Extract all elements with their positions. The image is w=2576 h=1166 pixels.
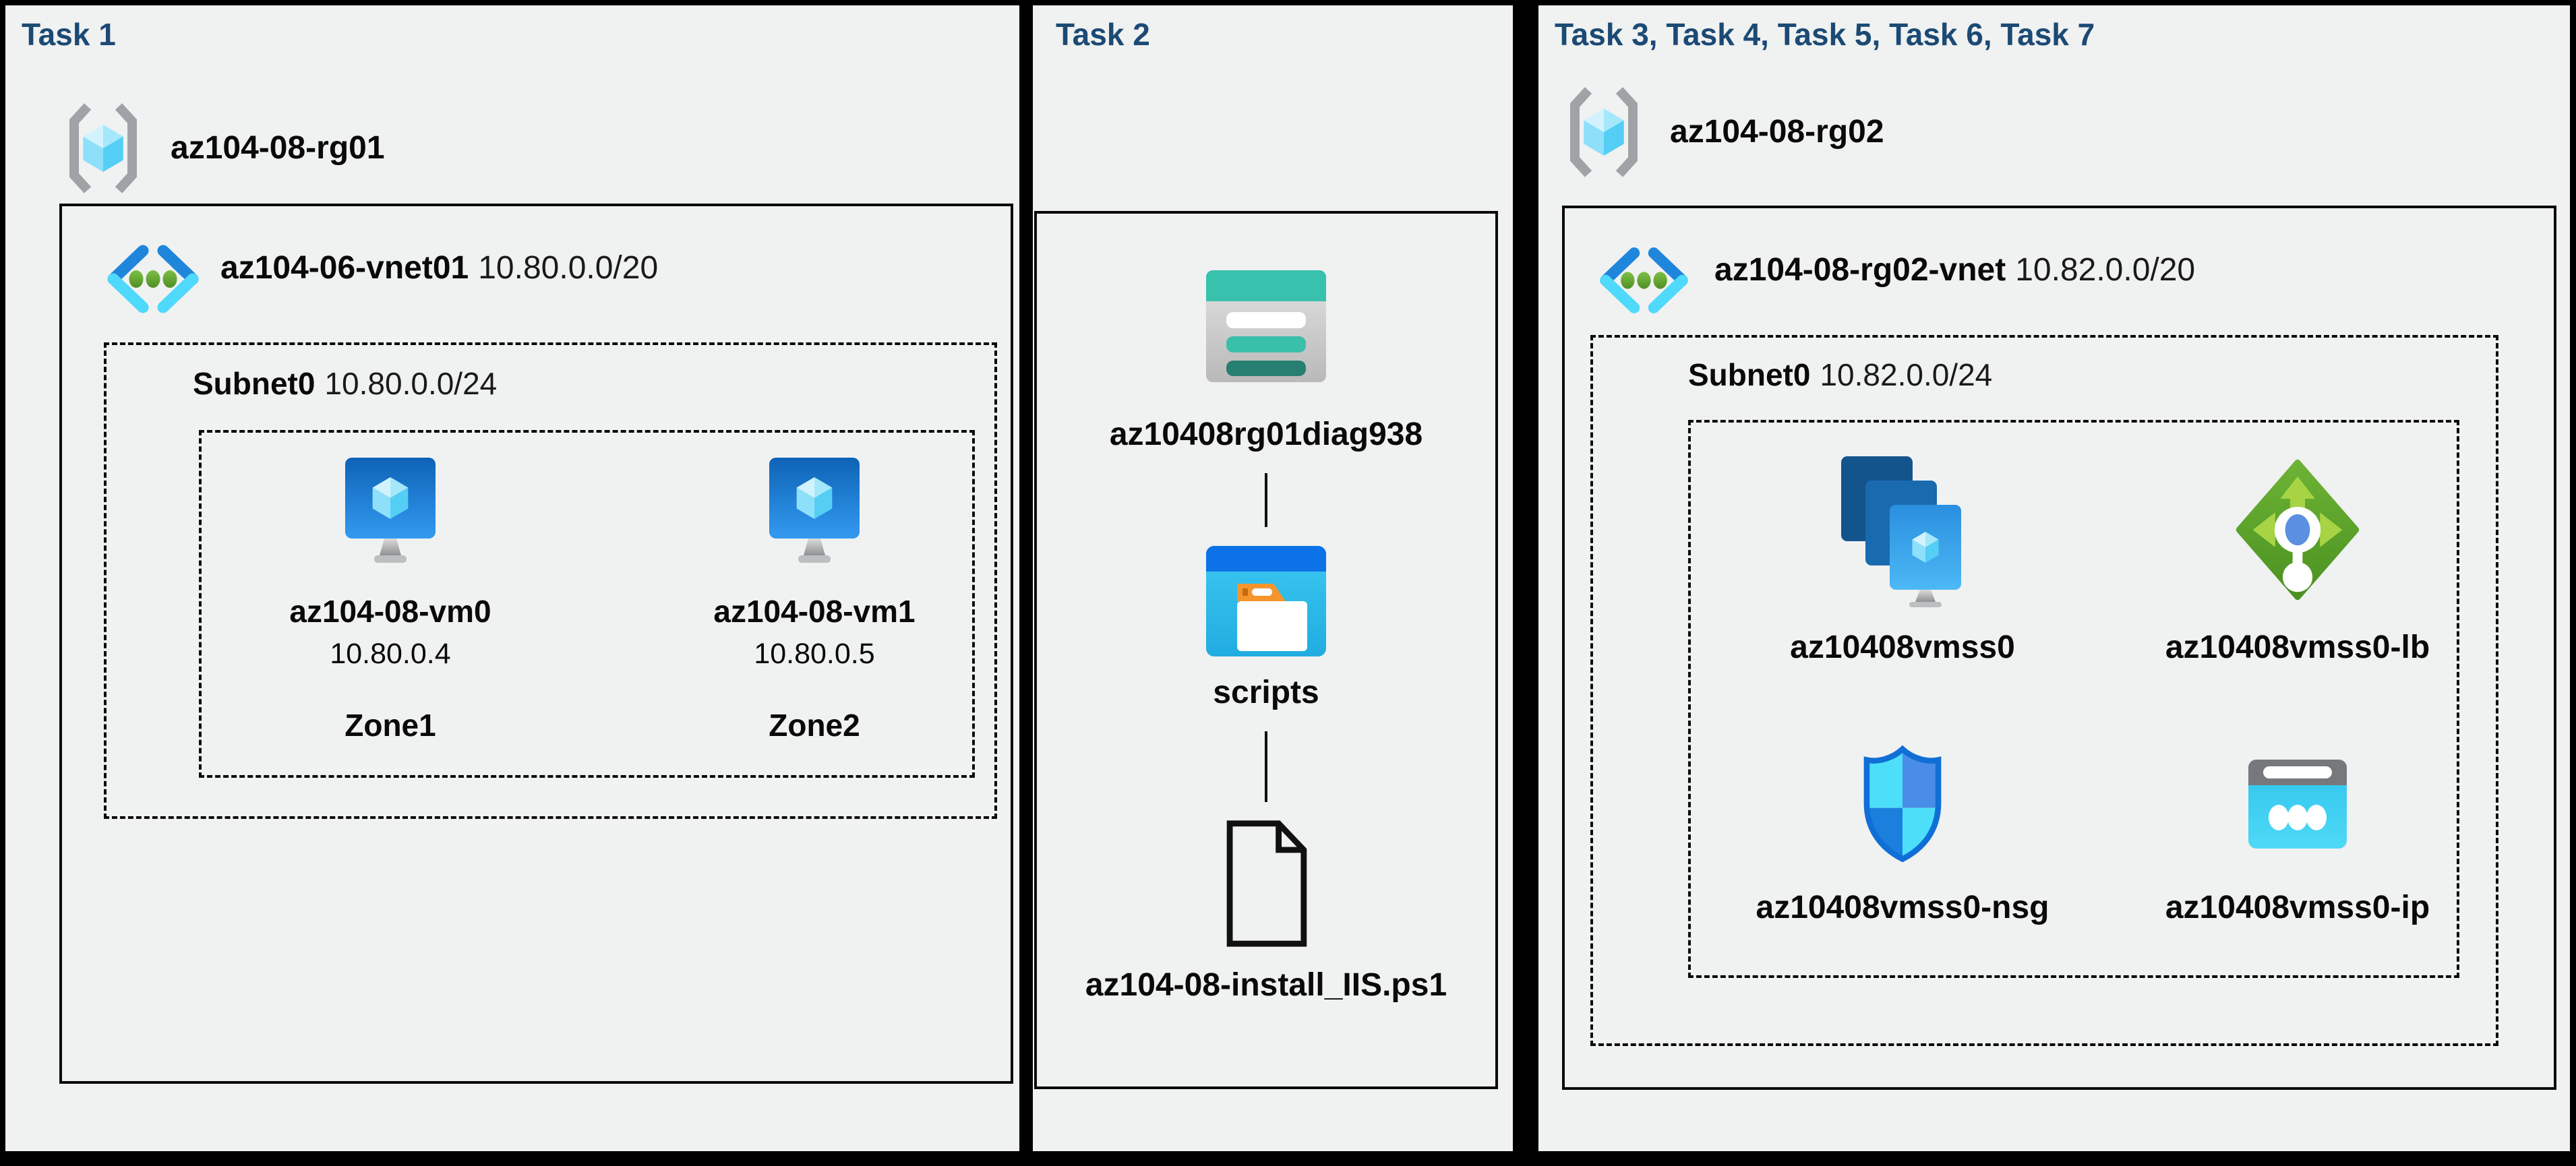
task3-panel: Task 3, Task 4, Task 5, Task 6, Task 7 a… xyxy=(1538,5,2570,1151)
icon-slot xyxy=(2247,737,2348,871)
vm-zone: Zone2 xyxy=(769,708,860,743)
script-file-name: az104-08-install_IIS.ps1 xyxy=(1085,967,1447,1003)
resource-name: az10408vmss0 xyxy=(1790,630,2015,665)
vm-ip: 10.80.0.5 xyxy=(754,638,875,670)
icon-slot xyxy=(1838,450,1967,611)
resource-group-inner-box: az10408vmss0 xyxy=(1688,420,2459,978)
vm-ip: 10.80.0.4 xyxy=(330,638,451,670)
virtual-machine-icon xyxy=(769,458,860,563)
virtual-network-icon xyxy=(1600,247,1688,313)
file-icon xyxy=(1226,820,1307,947)
connector-line xyxy=(1265,473,1267,527)
subnet-cidr: 10.80.0.0/24 xyxy=(324,366,498,401)
vnet-name: az104-06-vnet01 xyxy=(220,250,469,286)
subnet-title: Subnet0 10.82.0.0/24 xyxy=(1688,357,1992,393)
vm-name: az104-08-vm0 xyxy=(289,594,491,629)
icon-slot xyxy=(2230,450,2365,611)
task2-panel: Task 2 az10408rg01diag938 scripts az104-… xyxy=(1033,5,1513,1151)
load-balancer-icon xyxy=(2236,459,2360,601)
resource-name: az10408vmss0-lb xyxy=(2165,630,2430,665)
vm-scale-set-icon xyxy=(1841,456,1961,607)
storage-flow-box: az10408rg01diag938 scripts az104-08-inst… xyxy=(1034,211,1498,1089)
resource-group-name: az104-08-rg01 xyxy=(171,130,385,166)
container-name: scripts xyxy=(1213,675,1319,710)
virtual-network-icon xyxy=(107,245,199,313)
vnet-name: az104-08-rg02-vnet xyxy=(1714,252,2006,288)
subnet-name: Subnet0 xyxy=(193,366,316,401)
resource-block: az10408vmss0-ip xyxy=(2116,737,2480,926)
subnet-cidr: 10.82.0.0/24 xyxy=(1820,357,1993,392)
icon-slot xyxy=(1852,737,1953,871)
vm-zone: Zone1 xyxy=(345,708,436,743)
resource-group-name: az104-08-rg02 xyxy=(1670,114,1884,150)
public-ip-icon xyxy=(2248,760,2347,849)
blob-container-icon xyxy=(1206,546,1326,656)
task1-heading: Task 1 xyxy=(22,17,116,52)
resource-group-icon xyxy=(69,103,137,193)
resource-block: az10408vmss0-lb xyxy=(2116,450,2480,666)
vm-block: az104-08-vm0 10.80.0.4 Zone1 xyxy=(235,456,545,743)
resource-block: az10408vmss0-nsg xyxy=(1720,737,2085,926)
vm-group-box: az104-08-vm0 10.80.0.4 Zone1 az104-08-vm… xyxy=(199,430,975,778)
subnet-name: Subnet0 xyxy=(1688,357,1811,392)
storage-account-name: az10408rg01diag938 xyxy=(1109,417,1423,452)
task2-heading: Task 2 xyxy=(1056,17,1150,52)
resource-name: az10408vmss0-nsg xyxy=(1756,890,2049,925)
vm-block: az104-08-vm1 10.80.0.5 Zone2 xyxy=(659,456,969,743)
storage-account-icon xyxy=(1206,270,1326,382)
vm-name: az104-08-vm1 xyxy=(713,594,916,629)
resource-name: az10408vmss0-ip xyxy=(2165,890,2430,925)
connector-line xyxy=(1265,731,1267,802)
resource-block: az10408vmss0 xyxy=(1720,450,2085,666)
network-security-group-icon xyxy=(1863,745,1942,863)
subnet-box: Subnet0 10.82.0.0/24 xyxy=(1590,335,2498,1046)
vnet-cidr: 10.80.0.0/20 xyxy=(478,250,659,286)
task3-heading: Task 3, Task 4, Task 5, Task 6, Task 7 xyxy=(1555,17,2095,52)
vnet-cidr: 10.82.0.0/20 xyxy=(2015,252,2196,288)
virtual-machine-icon xyxy=(345,458,436,563)
resource-group-icon xyxy=(1570,87,1638,177)
